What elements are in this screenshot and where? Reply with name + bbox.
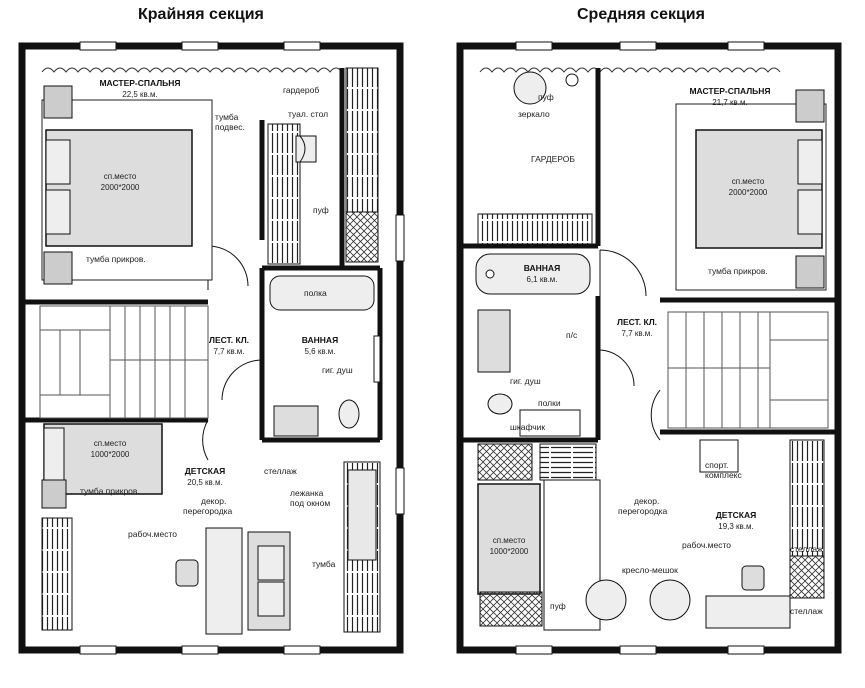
right-master-name: МАСТЕР-СПАЛЬНЯ bbox=[689, 86, 770, 96]
left-kids-name: ДЕТСКАЯ bbox=[185, 466, 226, 476]
left-label-puf: пуф bbox=[313, 205, 329, 215]
left-stair-name: ЛЕСТ. КЛ. bbox=[209, 335, 249, 345]
right-interior-walls bbox=[460, 68, 838, 443]
right-label-zerkalo: зеркало bbox=[518, 109, 550, 119]
left-label-tumba-prikrov-kids: тумба прикров. bbox=[80, 486, 140, 496]
right-label-sport1: спорт. bbox=[705, 460, 728, 470]
right-master-area: 21,7 кв.м. bbox=[712, 98, 748, 107]
right-windows bbox=[515, 41, 765, 655]
left-master-area: 22,5 кв.м. bbox=[122, 90, 158, 99]
left-stair-area: 7,7 кв.м. bbox=[213, 347, 244, 356]
left-wardrobe-hatched bbox=[345, 211, 379, 263]
right-label-kreslo: кресло-мешок bbox=[622, 565, 678, 575]
left-curtain bbox=[41, 67, 343, 73]
right-plan: сп.место 2000*2000 сп.место 1000*2000 bbox=[456, 41, 842, 655]
left-label-tual-stol: туал. стол bbox=[288, 109, 328, 119]
left-windows-side bbox=[395, 214, 405, 515]
right-sink bbox=[477, 309, 511, 373]
right-curtain bbox=[479, 67, 781, 73]
left-bed-small-label2: 1000*2000 bbox=[91, 450, 130, 459]
left-closet bbox=[267, 123, 301, 265]
left-label-lezhanka1: лежанка bbox=[290, 488, 324, 498]
right-label-gig-dush: гиг. душ bbox=[510, 376, 541, 386]
right-stair-name: ЛЕСТ. КЛ. bbox=[617, 317, 657, 327]
right-stairs bbox=[667, 311, 829, 429]
left-desk bbox=[205, 527, 243, 635]
right-garderob-rack bbox=[477, 213, 593, 245]
right-kids-name: ДЕТСКАЯ bbox=[716, 510, 757, 520]
right-doors bbox=[597, 249, 661, 441]
left-plan: сп.место 2000*2000 сп.место 1000*2000 bbox=[18, 41, 405, 655]
right-bed-small bbox=[477, 483, 541, 595]
left-label-lezhanka2: под окном bbox=[290, 498, 330, 508]
right-sport-complex bbox=[699, 439, 739, 473]
right-label-sport2: комплекс bbox=[705, 470, 742, 480]
left-label-tumba2: подвес. bbox=[215, 122, 245, 132]
right-bed-big-label2: 2000*2000 bbox=[729, 188, 768, 197]
left-sink bbox=[273, 405, 319, 437]
left-label-garderob: гардероб bbox=[283, 85, 319, 95]
right-label-shkafchik: шкафчик bbox=[510, 422, 545, 432]
right-garderob-name: ГАРДЕРОБ bbox=[531, 154, 575, 164]
right-label-rabochee: рабоч.место bbox=[682, 540, 731, 550]
right-bed-small-label1: сп.место bbox=[493, 536, 526, 545]
left-label-dekor2: перегородка bbox=[183, 506, 233, 516]
right-label-ps: п/с bbox=[566, 330, 578, 340]
left-master-name: МАСТЕР-СПАЛЬНЯ bbox=[99, 78, 180, 88]
left-bath-area: 5,6 кв.м. bbox=[304, 347, 335, 356]
left-label-tumba-prikrov-top: тумба прикров. bbox=[86, 254, 146, 264]
right-label-dekor2: перегородка bbox=[618, 506, 668, 516]
right-beanbag-2 bbox=[649, 579, 691, 621]
left-bath-name: ВАННАЯ bbox=[302, 335, 338, 345]
left-label-gig-dush: гиг. душ bbox=[322, 365, 353, 375]
left-label-rabochee: рабоч.место bbox=[128, 529, 177, 539]
left-kids-area: 20,5 кв.м. bbox=[187, 478, 223, 487]
left-bathtub bbox=[269, 275, 375, 311]
left-windows-top bbox=[79, 41, 321, 51]
right-bed-big-label1: сп.место bbox=[732, 177, 765, 186]
right-label-stellazh2: стеллаж bbox=[790, 606, 823, 616]
left-windows-bottom bbox=[79, 645, 321, 655]
left-stairs bbox=[39, 305, 209, 419]
right-section-title: Средняя секция bbox=[577, 6, 705, 23]
left-toilet bbox=[338, 399, 360, 429]
right-stair-area: 7,7 кв.м. bbox=[621, 329, 652, 338]
right-label-puf-bottom: пуф bbox=[550, 601, 566, 611]
left-section-title: Крайняя секция bbox=[138, 6, 264, 23]
right-bath-name: ВАННАЯ bbox=[524, 263, 560, 273]
left-label-tumba: тумба bbox=[312, 559, 336, 569]
left-label-stellazh: стеллаж bbox=[264, 466, 297, 476]
left-bed-big-label2: 2000*2000 bbox=[101, 183, 140, 192]
left-interior-walls bbox=[22, 68, 383, 443]
right-label-stellazh1: стеллаж bbox=[790, 544, 823, 554]
left-bed-big-label1: сп.место bbox=[104, 172, 137, 181]
right-bathtub bbox=[475, 253, 591, 295]
left-label-dekor1: декор. bbox=[201, 496, 226, 506]
right-kids-area: 19,3 кв.м. bbox=[718, 522, 754, 531]
right-beanbag-1 bbox=[585, 579, 627, 621]
right-bed-small-label2: 1000*2000 bbox=[490, 547, 529, 556]
left-wardrobe-top bbox=[345, 67, 379, 213]
right-label-puf-top: пуф bbox=[538, 92, 554, 102]
right-label-tumba-prikrov: тумба прикров. bbox=[708, 266, 768, 276]
right-toilet bbox=[487, 393, 513, 415]
right-pouf-top bbox=[513, 71, 547, 105]
left-bed-small-label1: сп.место bbox=[94, 439, 127, 448]
right-label-dekor1: декор. bbox=[634, 496, 659, 506]
right-desk bbox=[705, 595, 791, 629]
right-bath-area: 6,1 кв.м. bbox=[526, 275, 557, 284]
left-label-polka: полка bbox=[304, 288, 327, 298]
left-label-tumba1: тумба bbox=[215, 112, 239, 122]
right-label-polki: полки bbox=[538, 398, 561, 408]
